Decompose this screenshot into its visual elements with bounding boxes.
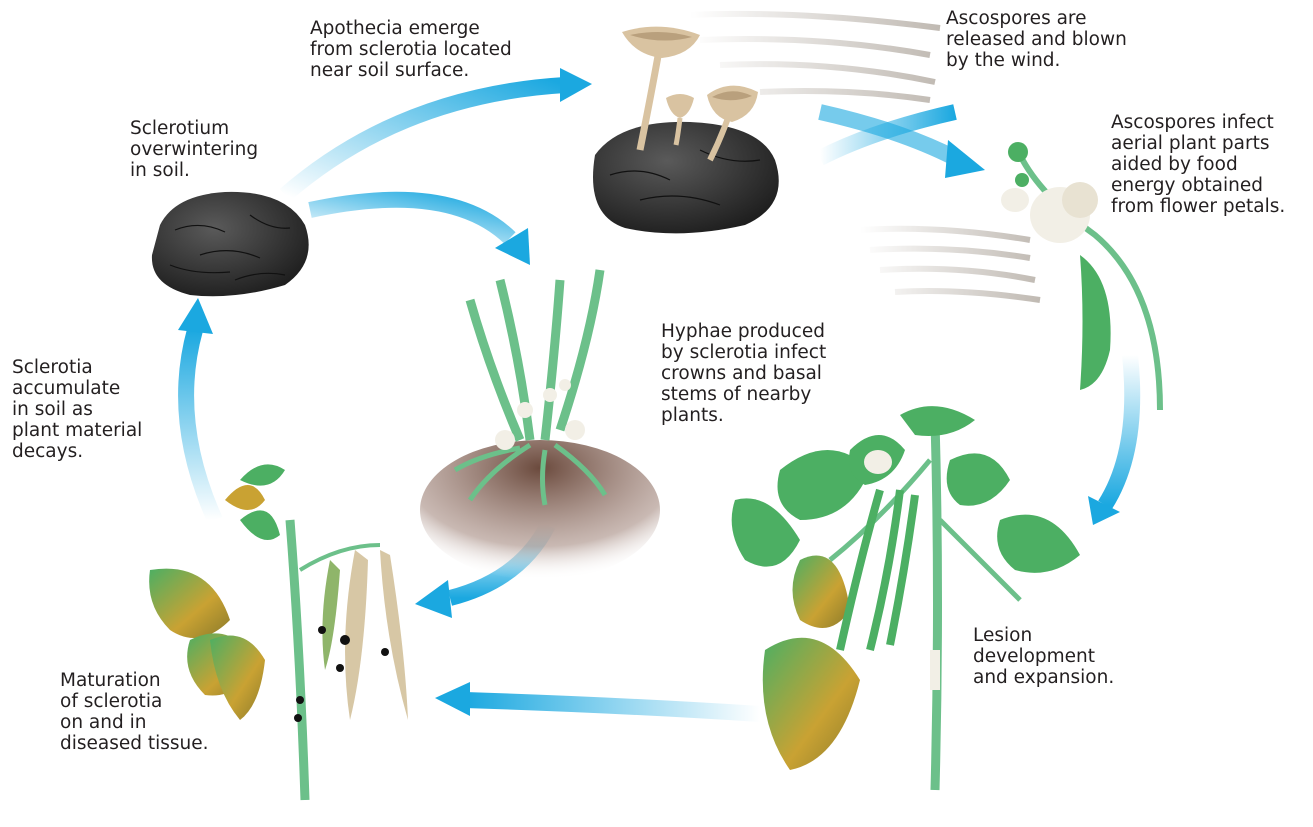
caption-sclerotium-overwintering: Sclerotium overwintering in soil.	[130, 118, 258, 181]
caption-ascospores-released: Ascospores are released and blown by the…	[946, 8, 1127, 71]
sclerotium-illustration	[152, 192, 309, 296]
apothecia-illustration	[593, 27, 779, 234]
caption-hyphae: Hyphae produced by sclerotia infect crow…	[661, 321, 826, 426]
arrow-to-sclerotium	[178, 298, 215, 520]
wind-spores-bottom	[860, 229, 1040, 300]
caption-ascospores-infect: Ascospores infect aerial plant parts aid…	[1111, 112, 1285, 217]
hyphae-plant-illustration	[420, 270, 660, 580]
caption-lesion: Lesion development and expansion.	[973, 625, 1114, 688]
arrow-to-hyphae	[310, 200, 530, 265]
lesion-plant-illustration	[732, 406, 1080, 790]
arrow-to-maturation	[435, 682, 760, 716]
arrow-apothecia	[285, 68, 592, 195]
caption-maturation: Maturation of sclerotia on and in diseas…	[60, 670, 209, 754]
caption-sclerotia-accumulate: Sclerotia accumulate in soil as plant ma…	[12, 357, 142, 462]
arrow-to-flower	[820, 112, 985, 178]
caption-apothecia: Apothecia emerge from sclerotia located …	[310, 18, 512, 81]
